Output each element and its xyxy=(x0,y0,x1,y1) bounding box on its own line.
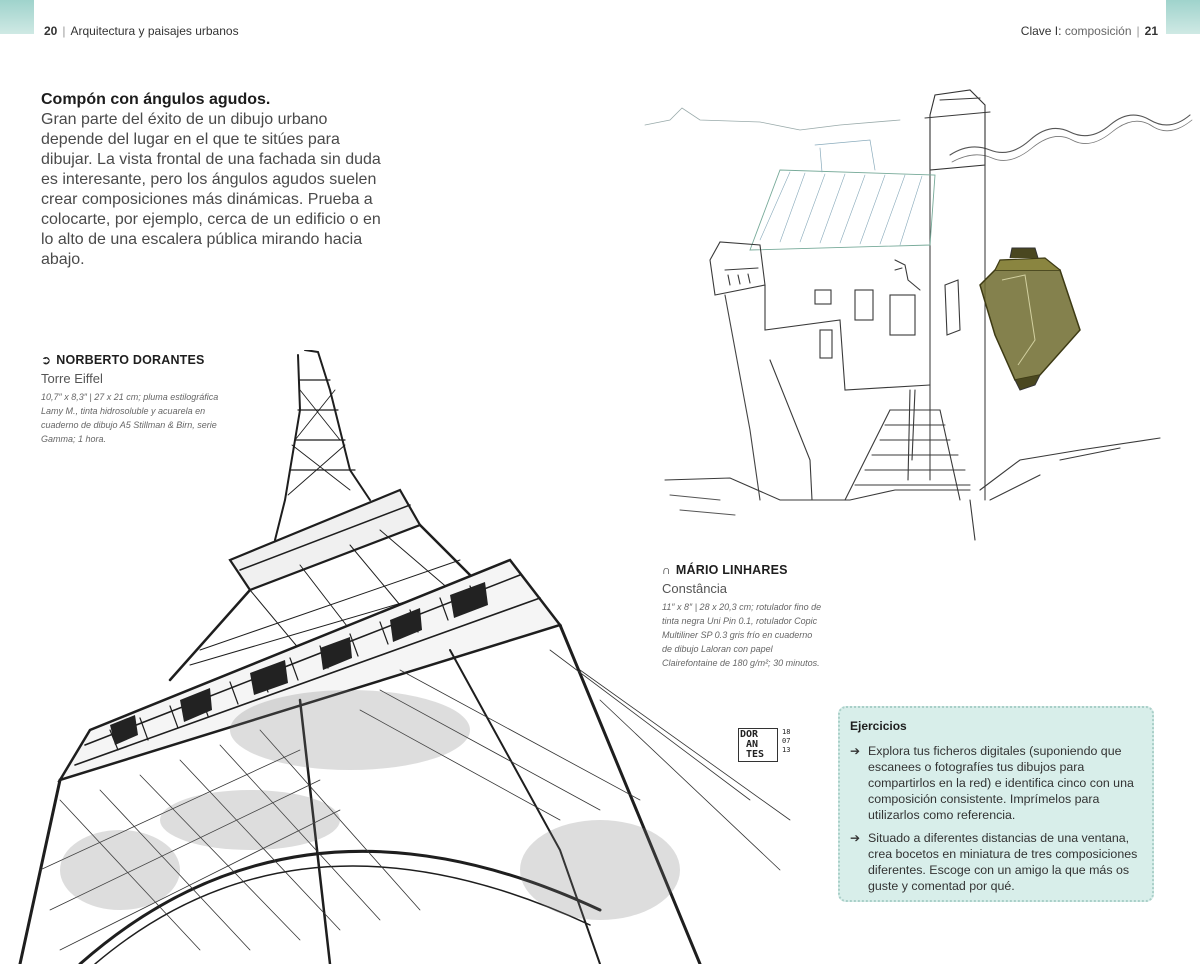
street-sketch-illustration xyxy=(644,89,1193,541)
intro-heading: Compón con ángulos agudos. xyxy=(41,91,271,108)
artist-signature: DOR AN TES 18 07 13 xyxy=(738,728,798,768)
arrow-right-icon: ➔ xyxy=(850,744,861,758)
exercise-item: ➔ Situado a diferentes distancias de una… xyxy=(850,830,1138,894)
caption-artist: NORBERTO DORANTES xyxy=(56,353,205,367)
eiffel-tower-illustration xyxy=(18,350,791,964)
signature-line-1: DOR xyxy=(740,729,759,740)
signature-date-3: 13 xyxy=(782,746,791,754)
lantern-icon xyxy=(979,247,1081,391)
page-tab-right xyxy=(1166,0,1200,34)
caption-artwork-title: Torre Eiffel xyxy=(41,371,103,386)
running-header-right: Clave I: composición|21 xyxy=(1020,24,1158,38)
caption-eiffel: ➲ NORBERTO DORANTES Torre Eiffel 10,7″ x … xyxy=(41,353,231,446)
caption-constancia: ∩ MÁRIO LINHARES Constância 11″ x 8″ | 28… xyxy=(662,563,822,670)
arrow-curved-icon: ➲ xyxy=(41,353,52,367)
intro-body: Gran parte del éxito de un dibujo urbano… xyxy=(41,111,381,268)
chapter-title: Arquitectura y paisajes urbanos xyxy=(70,24,239,38)
arrow-right-icon: ➔ xyxy=(850,831,861,845)
signature-date-2: 07 xyxy=(782,737,791,745)
caption-details: 11″ x 8″ | 28 x 20,3 cm; rotulador fino … xyxy=(662,602,822,668)
exercise-item: ➔ Explora tus ficheros digitales (suponi… xyxy=(850,743,1138,823)
page-number-right: 21 xyxy=(1144,24,1158,38)
signature-date-1: 18 xyxy=(782,728,791,736)
exercises-title: Ejercicios xyxy=(850,719,907,733)
signature-line-3: TES xyxy=(746,749,765,760)
exercise-text: Explora tus ficheros digitales (suponien… xyxy=(868,744,1134,822)
signature-line-2: AN xyxy=(746,739,759,750)
page-tab-left xyxy=(0,0,34,34)
caption-artwork-title: Constância xyxy=(662,581,728,596)
intro-text: Compón con ángulos agudos. Gran parte de… xyxy=(41,90,381,270)
section-title: Clave I: xyxy=(1020,24,1062,38)
running-header-left: 20|Arquitectura y paisajes urbanos xyxy=(44,24,239,38)
section-subtitle: composición xyxy=(1064,24,1132,38)
arch-arrow-icon: ∩ xyxy=(662,563,671,577)
caption-details: 10,7″ x 8,3″ | 27 x 21 cm; pluma estilog… xyxy=(41,392,219,444)
exercises-box: Ejercicios ➔ Explora tus ficheros digita… xyxy=(838,706,1154,902)
page-number-left: 20 xyxy=(44,24,58,38)
caption-artist: MÁRIO LINHARES xyxy=(675,563,788,577)
exercise-text: Situado a diferentes distancias de una v… xyxy=(868,831,1138,893)
